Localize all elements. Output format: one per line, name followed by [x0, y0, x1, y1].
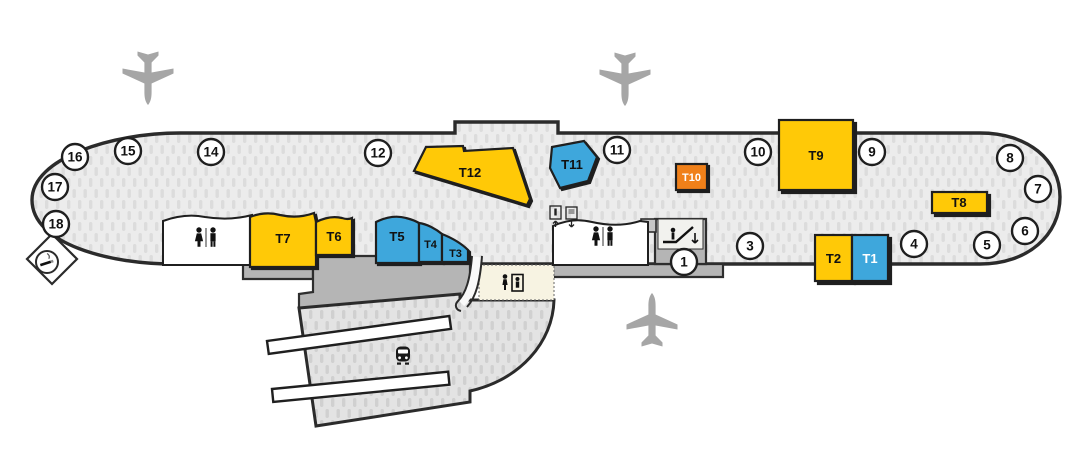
svg-text:11: 11: [610, 143, 625, 158]
svg-text:16: 16: [67, 150, 83, 165]
stand-t11: T11: [548, 139, 599, 190]
stairs-up-down-icon: [549, 205, 578, 228]
svg-text:T11: T11: [561, 157, 583, 172]
gate-4: 4: [899, 229, 929, 259]
gate-6: 6: [1010, 216, 1040, 246]
svg-text:9: 9: [868, 145, 876, 160]
stand-t8: T8: [930, 190, 989, 215]
gate-18: 18: [41, 209, 71, 239]
gate-17: 17: [40, 172, 70, 202]
svg-text:10: 10: [750, 145, 765, 160]
stand-t10: T10: [674, 162, 709, 192]
svg-text:15: 15: [120, 144, 136, 159]
svg-text:T7: T7: [275, 231, 290, 246]
svg-text:5: 5: [983, 238, 991, 253]
svg-text:T5: T5: [389, 229, 404, 244]
svg-text:12: 12: [370, 146, 385, 161]
gate-7: 7: [1023, 174, 1053, 204]
gate-14: 14: [196, 137, 226, 167]
gate-1: 1: [669, 247, 699, 277]
smoking-area-icon: [25, 232, 79, 286]
svg-text:18: 18: [48, 217, 64, 232]
svg-text:T10: T10: [682, 172, 701, 184]
stand-t9: T9: [777, 118, 855, 192]
gate-11: 11: [602, 135, 632, 165]
restroom-block: [552, 219, 649, 266]
svg-text:14: 14: [203, 145, 219, 160]
track-platform: [265, 314, 453, 404]
gate-9: 9: [857, 137, 887, 167]
gate-12: 12: [363, 138, 393, 168]
airplane-icon: [599, 52, 651, 106]
svg-text:3: 3: [746, 239, 754, 254]
airplane-icon: [122, 51, 174, 105]
stand-t5: T5: [374, 215, 421, 265]
gate-10: 10: [743, 137, 773, 167]
stand-t12: T12: [412, 144, 532, 207]
gate-16: 16: [60, 142, 90, 172]
svg-text:T6: T6: [326, 229, 341, 244]
svg-text:T3: T3: [449, 248, 462, 260]
escalator-down-icon: [657, 218, 704, 250]
svg-text:7: 7: [1034, 182, 1042, 197]
stand-t6: T6: [314, 216, 354, 257]
svg-text:T4: T4: [424, 239, 438, 251]
svg-text:T8: T8: [951, 195, 966, 210]
airplane-icon: [626, 293, 678, 347]
svg-text:T12: T12: [459, 165, 481, 180]
gate-3: 3: [735, 231, 765, 261]
svg-text:T2: T2: [826, 251, 841, 266]
svg-text:1: 1: [680, 255, 688, 270]
stand-t2: T2: [813, 233, 854, 283]
stand-t3: T3: [440, 232, 470, 264]
stand-t1: T1: [850, 233, 890, 283]
gate-5: 5: [972, 230, 1002, 260]
svg-text:T1: T1: [862, 251, 877, 266]
elevator-landing: [478, 264, 555, 301]
svg-text:17: 17: [47, 180, 62, 195]
gate-8: 8: [995, 143, 1025, 173]
svg-text:4: 4: [910, 237, 918, 252]
stand-t7: T7: [248, 211, 318, 269]
elevator-icon: [502, 273, 524, 292]
gate-15: 15: [113, 136, 143, 166]
svg-text:6: 6: [1021, 224, 1029, 239]
train-icon: [396, 346, 410, 365]
restroom-block: [162, 213, 253, 266]
train-station-area: [297, 292, 556, 428]
svg-text:8: 8: [1006, 151, 1014, 166]
svg-text:T9: T9: [808, 148, 823, 163]
ramp: [454, 255, 483, 312]
